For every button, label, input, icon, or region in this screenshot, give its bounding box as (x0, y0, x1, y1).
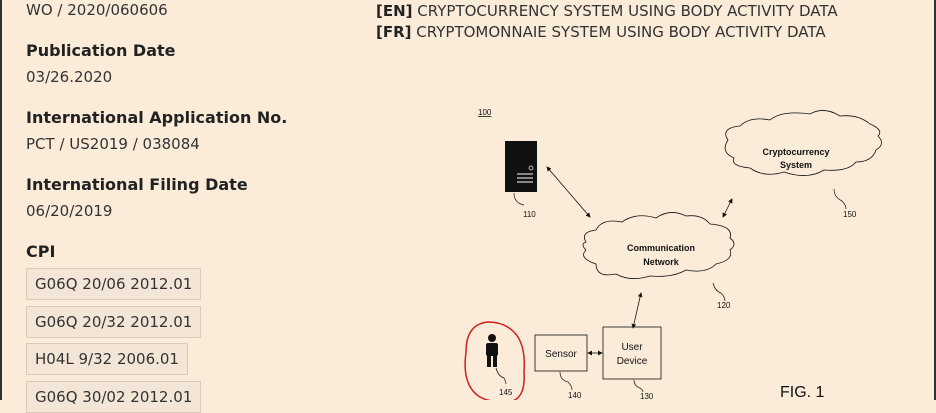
filing-date: 06/20/2019 (26, 202, 113, 220)
title-en: [EN] CRYPTOCURRENCY SYSTEM USING BODY AC… (376, 1, 838, 22)
lang-tag-en: [EN] (376, 2, 413, 20)
publication-number: WO / 2020/060606 (26, 1, 168, 19)
leader-line (712, 282, 726, 302)
cpi-code-chip[interactable]: G06Q 20/32 2012.01 (26, 306, 202, 338)
network-label-1: Communication (627, 243, 695, 253)
leader-line (513, 192, 525, 206)
ref-110: 110 (523, 210, 536, 219)
publication-date: 03/26.2020 (26, 68, 113, 86)
network-label-2: Network (643, 257, 680, 267)
ref-150: 150 (843, 210, 857, 219)
filing-date-label: International Filing Date (26, 175, 248, 194)
crypto-label-1: Cryptocurrency (762, 147, 829, 157)
ref-145: 145 (499, 388, 513, 397)
left-border (0, 0, 2, 400)
red-highlight-circle (464, 321, 526, 400)
title-fr: [FR] CRYPTOMONNAIE SYSTEM USING BODY ACT… (376, 22, 838, 43)
arrow-network-crypto (722, 198, 733, 218)
cpi-label: CPI (26, 242, 56, 261)
application-no: PCT / US2019 / 038084 (26, 135, 200, 153)
crypto-label-2: System (780, 160, 812, 170)
ref-130: 130 (640, 392, 654, 400)
user-device-box (602, 326, 662, 380)
arrow-device-network (631, 292, 643, 329)
lang-tag-fr: [FR] (376, 23, 412, 41)
cpi-code-chip[interactable]: G06Q 20/06 2012.01 (26, 268, 202, 300)
title-en-text: CRYPTOCURRENCY SYSTEM USING BODY ACTIVIT… (417, 2, 838, 20)
title-block: [EN] CRYPTOCURRENCY SYSTEM USING BODY AC… (376, 1, 838, 43)
ref-120: 120 (717, 301, 731, 310)
person-icon (486, 334, 498, 367)
figure-label: FIG. 1 (780, 384, 825, 400)
ref-140: 140 (568, 391, 582, 400)
sensor-box (534, 334, 588, 372)
publication-date-label: Publication Date (26, 41, 176, 60)
leader-line (559, 371, 573, 391)
communication-network-cloud (582, 212, 735, 279)
device-label-2: Device (617, 356, 648, 367)
title-fr-text: CRYPTOMONNAIE SYSTEM USING BODY ACTIVITY… (416, 23, 826, 41)
leader-line (833, 188, 847, 210)
right-border (934, 0, 936, 400)
cryptocurrency-cloud (724, 110, 882, 176)
leader-line (495, 367, 507, 385)
application-no-label: International Application No. (26, 108, 288, 127)
cpi-code-chip[interactable]: H04L 9/32 2006.01 (26, 343, 188, 375)
leader-line (633, 379, 644, 393)
ref-100: 100 (478, 108, 492, 117)
sensor-label: Sensor (545, 349, 577, 360)
server-icon (505, 141, 537, 192)
patent-drawing: 100 110 Cryptocurrency System 150 Commun… (464, 108, 882, 400)
arrow-server-network (546, 166, 591, 218)
device-label-1: User (621, 342, 643, 353)
